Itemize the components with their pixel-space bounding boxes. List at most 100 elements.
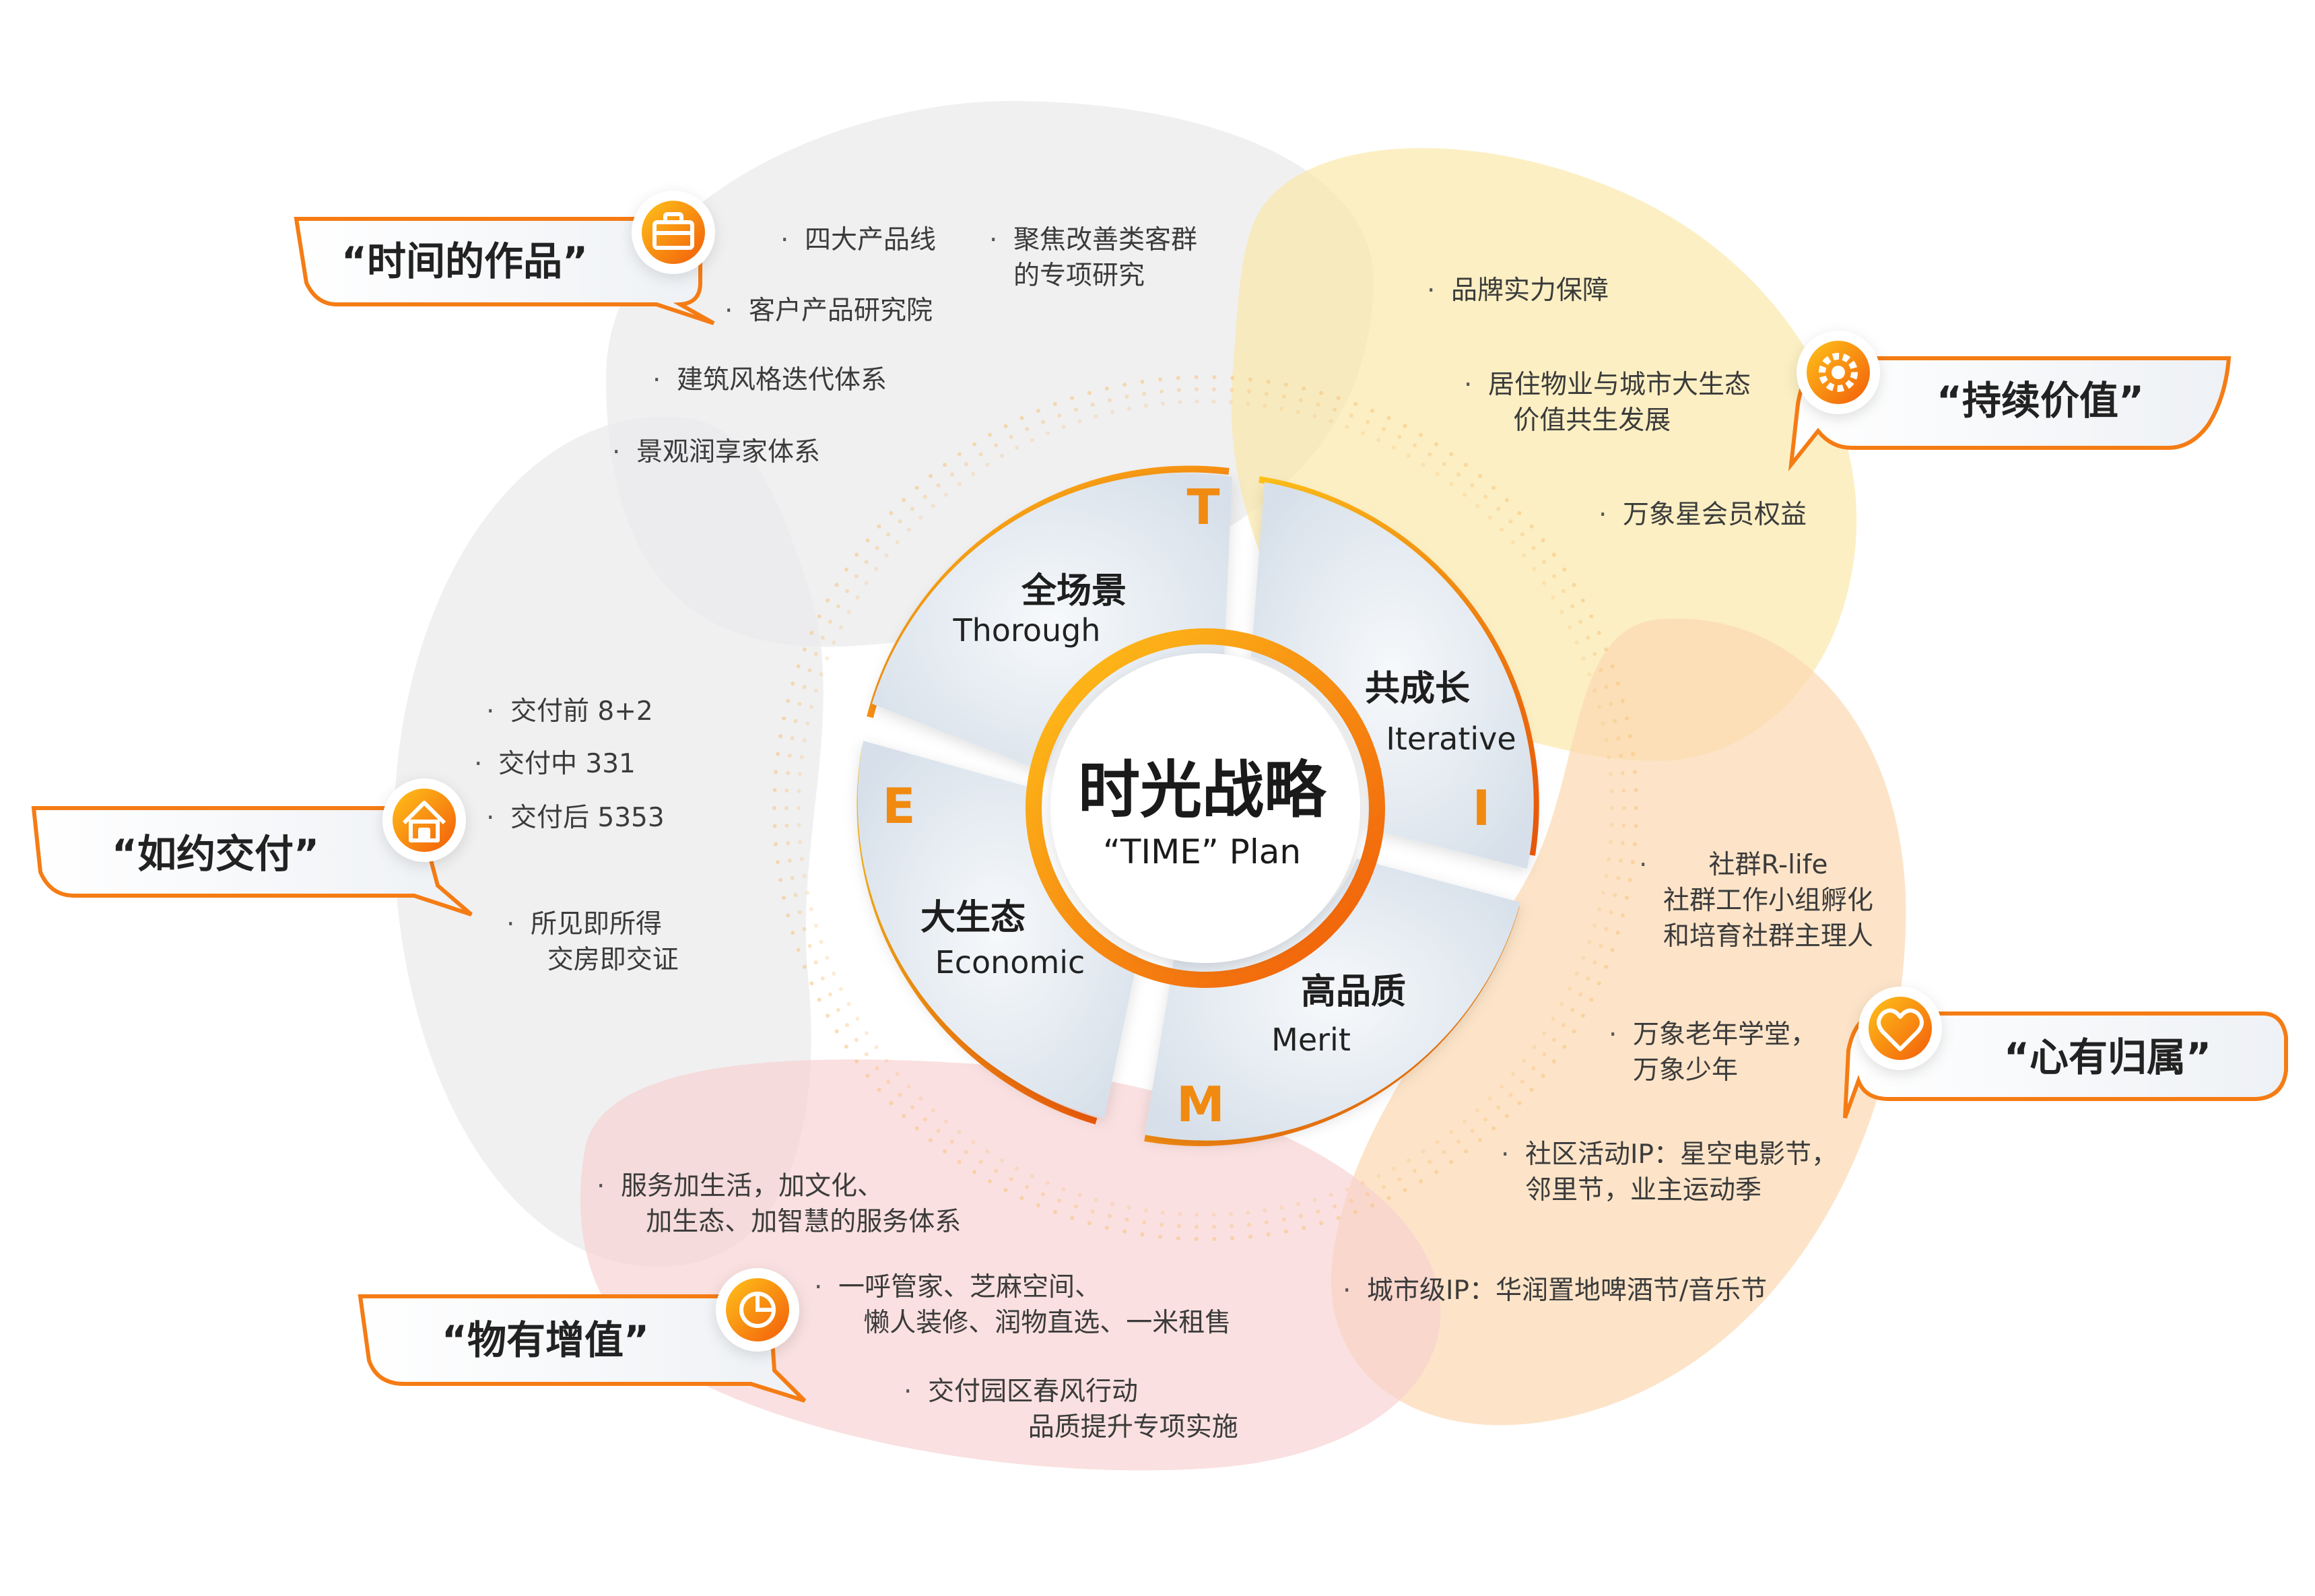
ring-dot (1019, 415, 1024, 420)
ring-dot (807, 943, 812, 948)
ring-dot (957, 452, 962, 457)
ring-dot (805, 890, 810, 895)
ring-dot (936, 1129, 941, 1133)
ring-dot (1279, 1205, 1284, 1210)
works-item-4: 建筑风格迭代体系 (652, 362, 887, 398)
ring-dot (1542, 560, 1547, 564)
ring-dot (832, 640, 836, 645)
ring-dot (1592, 960, 1597, 964)
ring-dot (978, 1160, 983, 1164)
ring-dot (895, 1071, 900, 1076)
ring-dot (910, 1105, 914, 1110)
ring-dot (1597, 981, 1601, 986)
ring-dot (1616, 736, 1621, 741)
ring-dot (1504, 1114, 1509, 1119)
ring-dot (1609, 910, 1613, 915)
ring-dot (1110, 1202, 1115, 1206)
quadrant-i-subtitle: Iterative (1386, 721, 1516, 757)
ring-dot (1613, 893, 1617, 898)
ring-dot (1428, 1160, 1432, 1164)
ring-dot (1142, 1220, 1147, 1225)
ring-dot (799, 755, 804, 760)
ring-dot (793, 719, 798, 723)
ring-dot (786, 771, 791, 775)
pink-blob (580, 1059, 1441, 1471)
ring-dot (1195, 387, 1199, 392)
ring-dot (1552, 1038, 1557, 1042)
ring-dot (1413, 443, 1417, 448)
ring-dot (809, 907, 813, 912)
ring-dot (809, 981, 814, 986)
ring-dot (1127, 406, 1131, 411)
ring-dot (1580, 1013, 1585, 1018)
ring-dot (1000, 453, 1004, 458)
ring-dot (813, 688, 818, 693)
ring-dot (889, 1101, 894, 1106)
ring-dot (1211, 399, 1216, 404)
ring-dot (1036, 409, 1040, 413)
ring-dot (1333, 1204, 1337, 1209)
ring-dot (798, 840, 803, 844)
label-delivery-text: “如约交付” (112, 831, 319, 877)
ring-dot (1381, 427, 1386, 432)
ring-dot (1500, 1084, 1504, 1089)
ring-dot (1087, 391, 1092, 395)
ring-dot (820, 976, 825, 980)
ring-dot (834, 1029, 839, 1034)
ring-dot (1230, 376, 1235, 380)
ring-dot (1061, 1187, 1066, 1192)
ring-dot (1562, 567, 1567, 572)
ring-dot (1570, 1007, 1575, 1012)
works-item-1: 四大产品线 (780, 222, 936, 258)
letter-t: T (1186, 479, 1219, 535)
ring-dot (1607, 857, 1611, 861)
ring-dot (1449, 1160, 1454, 1164)
ring-dot (1463, 463, 1468, 467)
ring-dot (877, 524, 881, 529)
ring-dot (1003, 424, 1008, 428)
ring-dot (1025, 1185, 1030, 1189)
ring-dot (1176, 388, 1181, 393)
ring-dot (1632, 842, 1637, 846)
ring-dot (828, 620, 832, 624)
ring-dot (1568, 987, 1572, 991)
ring-dot (1604, 647, 1609, 652)
ring-dot (875, 1066, 879, 1071)
ring-dot (1264, 391, 1269, 396)
ring-dot (1456, 1139, 1461, 1144)
ring-dot (1230, 1236, 1235, 1240)
center-subtitle: “TIME” Plan (1103, 832, 1301, 871)
ring-dot (1551, 1016, 1555, 1021)
gray-blob-left (393, 417, 824, 1267)
ring-dot (1125, 1218, 1129, 1222)
ring-dot (1143, 403, 1148, 408)
ring-dot (774, 842, 778, 846)
ring-dot (1329, 1193, 1333, 1197)
ring-dot (1296, 410, 1300, 414)
ring-dot (1559, 1002, 1564, 1006)
ring-dot (1616, 875, 1621, 880)
ring-dot (825, 956, 830, 960)
ring-dot (1592, 652, 1597, 656)
ring-dot (1541, 538, 1545, 543)
ring-dot (1087, 1221, 1092, 1226)
ring-dot (1061, 424, 1066, 429)
ring-dot (826, 598, 830, 603)
ring-dot (1625, 716, 1629, 721)
ring-dot (809, 704, 813, 709)
ring-dot (1463, 1149, 1468, 1154)
ring-dot (797, 910, 802, 915)
ring-dot (1491, 486, 1496, 490)
ring-dot (1532, 567, 1537, 571)
ring-dot (844, 1044, 848, 1049)
ring-dot (1407, 1158, 1411, 1163)
ring-dot (918, 515, 923, 520)
ring-dot (1345, 1187, 1349, 1192)
ring-dot (898, 519, 902, 524)
ring-dot (791, 681, 795, 686)
letter-e: E (882, 778, 915, 834)
delivery-item-3: 交付后 5353 (486, 800, 665, 836)
ring-dot (1030, 1174, 1034, 1178)
ring-dot (1246, 1210, 1250, 1215)
works-item-5: 景观润享家体系 (612, 434, 820, 470)
